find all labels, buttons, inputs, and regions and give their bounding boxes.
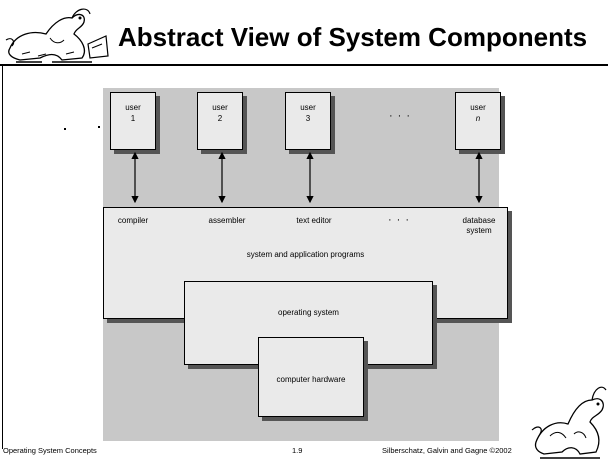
dinosaur-logo-icon — [5, 8, 109, 63]
program-label-text-editor: text editor — [296, 216, 332, 225]
footer-page-number: 1.9 — [292, 446, 303, 455]
computer-hardware-label: computer hardware — [276, 375, 346, 384]
user-box-3: user 3 — [285, 92, 331, 150]
user-box-1: user 1 — [110, 92, 156, 150]
left-border — [2, 64, 3, 449]
programs-layer-label: system and application programs — [246, 250, 365, 259]
program-label-assembler: assembler — [208, 216, 246, 225]
footer-copyright: Silberschatz, Galvin and Gagne ©2002 — [382, 446, 512, 455]
stray-dot — [64, 128, 66, 130]
user-word: user — [212, 103, 228, 112]
user-box-2: user 2 — [197, 92, 243, 150]
user-id: 3 — [305, 114, 311, 123]
slide-title: Abstract View of System Components — [118, 22, 588, 52]
dinosaur-corner-icon — [531, 386, 607, 459]
user-ellipsis: · · · — [388, 110, 412, 122]
footer-course: Operating System Concepts — [3, 446, 97, 455]
program-ellipsis: · · · — [387, 214, 411, 226]
operating-system-label: operating system — [278, 308, 339, 317]
title-divider — [0, 64, 608, 66]
user-word: user — [470, 103, 486, 112]
program-label-database-system: database system — [462, 216, 496, 235]
stray-dot — [98, 126, 100, 128]
program-label-compiler: compiler — [117, 216, 149, 225]
user-word: user — [300, 103, 316, 112]
user-box-n: user n — [455, 92, 501, 150]
user-id: 2 — [217, 114, 223, 123]
computer-hardware-box: computer hardware — [258, 337, 364, 417]
user-id: n — [475, 114, 481, 123]
user-id: 1 — [130, 114, 136, 123]
user-word: user — [125, 103, 141, 112]
